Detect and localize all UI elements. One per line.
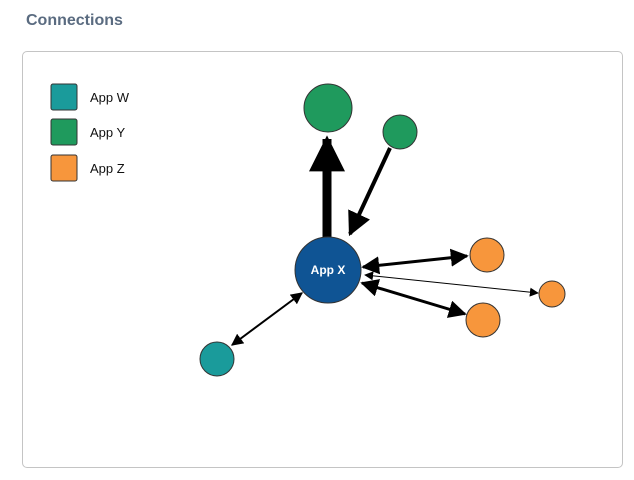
node-app-z-1[interactable] bbox=[469, 237, 505, 273]
node-app-y-large[interactable] bbox=[303, 83, 353, 133]
edge-app-x-z1[interactable] bbox=[361, 248, 469, 275]
edges bbox=[231, 135, 539, 346]
nodes: App X bbox=[199, 83, 566, 377]
legend-swatch-app-z bbox=[50, 154, 78, 182]
edge-y2-to-app-x[interactable] bbox=[348, 147, 392, 237]
legend-label-app-y: App Y bbox=[90, 125, 126, 140]
node-app-x[interactable]: App X bbox=[294, 236, 362, 304]
legend-swatch-app-w bbox=[50, 83, 78, 111]
node-app-w-1[interactable] bbox=[199, 341, 235, 377]
node-app-y-small[interactable] bbox=[382, 114, 418, 150]
section-title: Connections bbox=[26, 12, 123, 29]
legend-item-app-w: App W bbox=[50, 83, 130, 111]
node-app-z-3[interactable] bbox=[465, 302, 501, 338]
legend: App W App Y App Z bbox=[50, 83, 130, 182]
node-app-x-circle[interactable] bbox=[294, 236, 362, 304]
node-app-x-label: App X bbox=[311, 263, 346, 277]
legend-item-app-z: App Z bbox=[50, 154, 125, 182]
edge-app-x-w1[interactable] bbox=[231, 292, 303, 346]
node-app-z-2[interactable] bbox=[538, 280, 566, 308]
legend-label-app-z: App Z bbox=[90, 161, 125, 176]
legend-swatch-app-y bbox=[50, 118, 78, 146]
edge-app-x-z3[interactable] bbox=[360, 279, 467, 318]
legend-item-app-y: App Y bbox=[50, 118, 126, 146]
legend-label-app-w: App W bbox=[90, 90, 130, 105]
